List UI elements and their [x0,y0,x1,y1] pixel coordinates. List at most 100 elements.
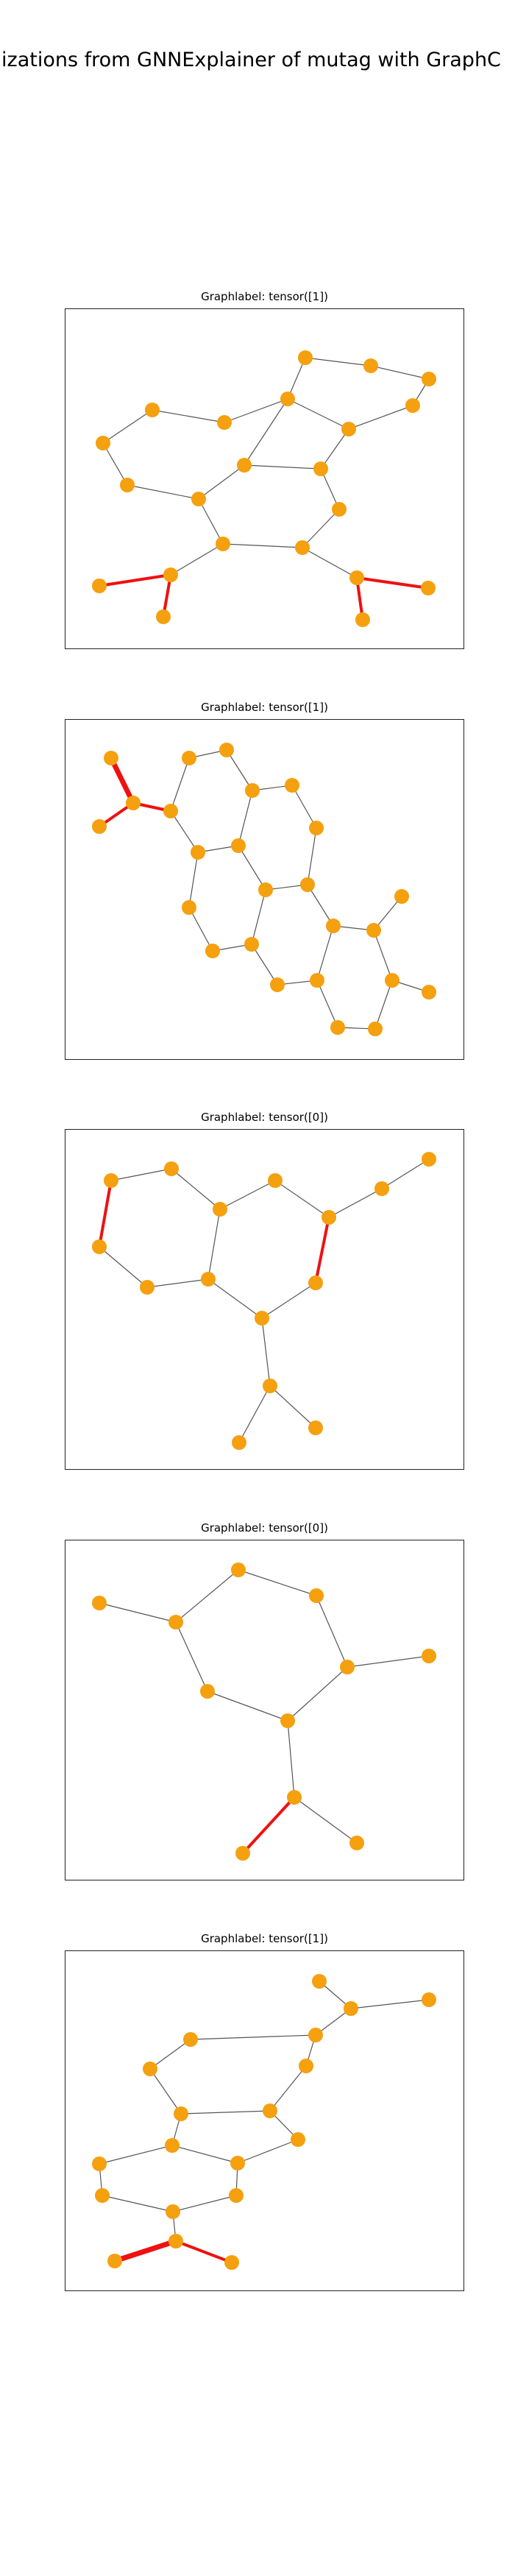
node [310,973,324,988]
edges [102,357,430,578]
edge [226,749,253,791]
node [201,1272,216,1287]
node [164,1161,179,1176]
node [95,2188,110,2203]
node [300,877,315,892]
edge [291,785,317,829]
edge [190,2034,316,2040]
edge [222,543,303,548]
edge [188,852,199,908]
highlighted-edge [356,576,429,590]
edge [171,1168,221,1210]
node [363,358,378,373]
edge [99,1246,148,1288]
node [280,1713,295,1728]
node [340,1660,355,1674]
edge [172,2195,237,2212]
node [313,461,328,476]
node [349,570,364,585]
node [309,1588,324,1603]
node [96,436,110,450]
edge [244,464,322,470]
graph-canvas-5 [92,1974,436,2270]
edge [238,1569,317,1596]
node [163,804,178,818]
panel-title-1: Graphlabel: tensor([1]) [201,290,328,303]
edge [188,907,213,952]
node [280,392,295,406]
node [308,1420,323,1435]
edge [238,845,266,891]
edge [287,398,349,430]
edge [381,1158,430,1189]
edge [316,1595,348,1668]
edge [287,357,306,400]
panel-frame-5 [65,1950,464,2291]
edge [170,757,190,812]
edge [146,1278,209,1288]
node [270,977,285,992]
edge [175,1621,208,1692]
edge [207,1209,221,1280]
edge [328,1188,383,1218]
edge [261,1282,316,1319]
edge [370,365,430,380]
node [309,821,324,835]
edge [269,2065,307,2112]
node [285,778,299,793]
figure-title: alizations from GNNExplainer of mutag wi… [0,49,501,71]
node [120,478,135,492]
panel-title-5: Graphlabel: tensor([1]) [201,1932,328,1945]
node [230,2156,245,2170]
node [405,398,420,413]
node [224,2255,239,2270]
node [182,900,196,915]
edge [316,925,334,981]
node [299,2059,313,2073]
node [422,1152,436,1167]
edge [302,547,358,578]
edge [207,1691,288,1722]
node [191,845,205,860]
node [421,581,436,595]
node [322,1210,336,1225]
node [255,1311,269,1326]
edge [170,810,199,853]
highlighted-edge [98,1180,113,1248]
edge [302,509,340,548]
edge [149,2039,191,2070]
edge [171,2145,238,2164]
edge [198,464,245,500]
node [217,415,232,430]
node [205,944,220,958]
edge [307,827,317,885]
edge [316,980,338,1028]
highlighted-edge [175,2240,232,2264]
edge [207,1278,263,1319]
node [245,783,260,798]
node [183,2032,198,2047]
node [258,882,273,897]
panel-frame-1 [65,308,464,649]
node [140,1280,154,1295]
node [308,1275,323,1290]
edge [180,2110,271,2115]
node [191,492,206,506]
edge [348,405,413,430]
node [295,540,310,555]
panel-frame-2 [65,719,464,1060]
edge [110,1168,172,1181]
node [422,985,436,999]
node [219,743,234,757]
node [263,1379,277,1393]
edge [305,357,372,367]
node [126,796,141,810]
edge [244,398,288,466]
edge [320,428,349,470]
node [92,819,107,834]
node [237,458,252,473]
node [104,1173,118,1188]
edge [238,790,253,846]
node [174,2106,188,2121]
panel-title-2: Graphlabel: tensor([1]) [201,701,328,714]
